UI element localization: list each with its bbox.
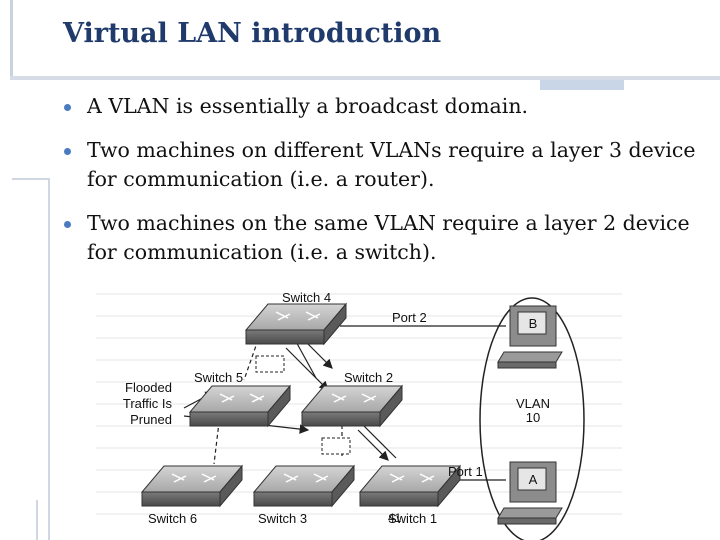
- link-switch4-switch2: [293, 337, 317, 379]
- switch-2-label: Switch 2: [344, 370, 393, 385]
- port-2-label: Port 2: [392, 310, 427, 325]
- bullet-item: A VLAN is essentially a broadcast domain…: [60, 92, 700, 121]
- bullet-icon: [64, 104, 71, 111]
- traffic-arrow: [285, 347, 329, 391]
- bullet-item: Two machines on different VLANs require …: [60, 136, 700, 194]
- vlan-label: VLAN: [516, 396, 550, 411]
- side-decoration: [36, 500, 38, 540]
- bullet-icon: [64, 221, 71, 228]
- switch-4-label: Switch 4: [282, 290, 331, 305]
- switch-6-label: Switch 6: [148, 511, 197, 526]
- host-b-label: B: [529, 316, 538, 331]
- pruned-label-line: Flooded: [125, 380, 172, 395]
- bullet-icon: [64, 148, 71, 155]
- switch-5-label: Switch 5: [194, 370, 243, 385]
- vlan-number: 10: [526, 410, 540, 425]
- bullet-text: Two machines on the same VLAN require a …: [87, 211, 690, 264]
- switch-1-icon: [359, 465, 461, 507]
- pruned-link-box: [255, 355, 285, 373]
- port-1-label: Port 1: [448, 464, 483, 479]
- switch-6-icon: [141, 465, 243, 507]
- pruned-label-line: Traffic Is: [123, 396, 173, 411]
- title-accent-tab: [540, 80, 624, 90]
- switch-3-label: Switch 3: [258, 511, 307, 526]
- title-divider: [10, 76, 720, 80]
- frame-left-line: [10, 0, 13, 80]
- side-decoration: [12, 178, 50, 180]
- vlan-boundary: [479, 297, 585, 540]
- bullet-text: Two machines on different VLANs require …: [87, 138, 696, 191]
- side-decoration: [48, 178, 50, 540]
- link-switch4-switch5: [243, 339, 259, 381]
- bullet-text: A VLAN is essentially a broadcast domain…: [87, 94, 529, 118]
- host-a-label: A: [529, 472, 538, 487]
- page-number: 41: [388, 511, 402, 525]
- bullet-item: Two machines on the same VLAN require a …: [60, 209, 700, 267]
- vlan-pruning-diagram: B A Switch 4 Switch 5 Switch 2 Switch 6 …: [96, 290, 622, 540]
- switch-1-label: Switch 1: [388, 511, 437, 526]
- traffic-arrow: [357, 429, 389, 461]
- page-title: Virtual LAN introduction: [63, 18, 442, 49]
- switch-3-icon: [253, 465, 355, 507]
- switch-2-icon: [301, 385, 403, 427]
- bullet-list: A VLAN is essentially a broadcast domain…: [60, 92, 700, 282]
- pruned-label-line: Pruned: [130, 412, 172, 427]
- pruned-link-box: [321, 437, 351, 455]
- switch-5-icon: [189, 385, 291, 427]
